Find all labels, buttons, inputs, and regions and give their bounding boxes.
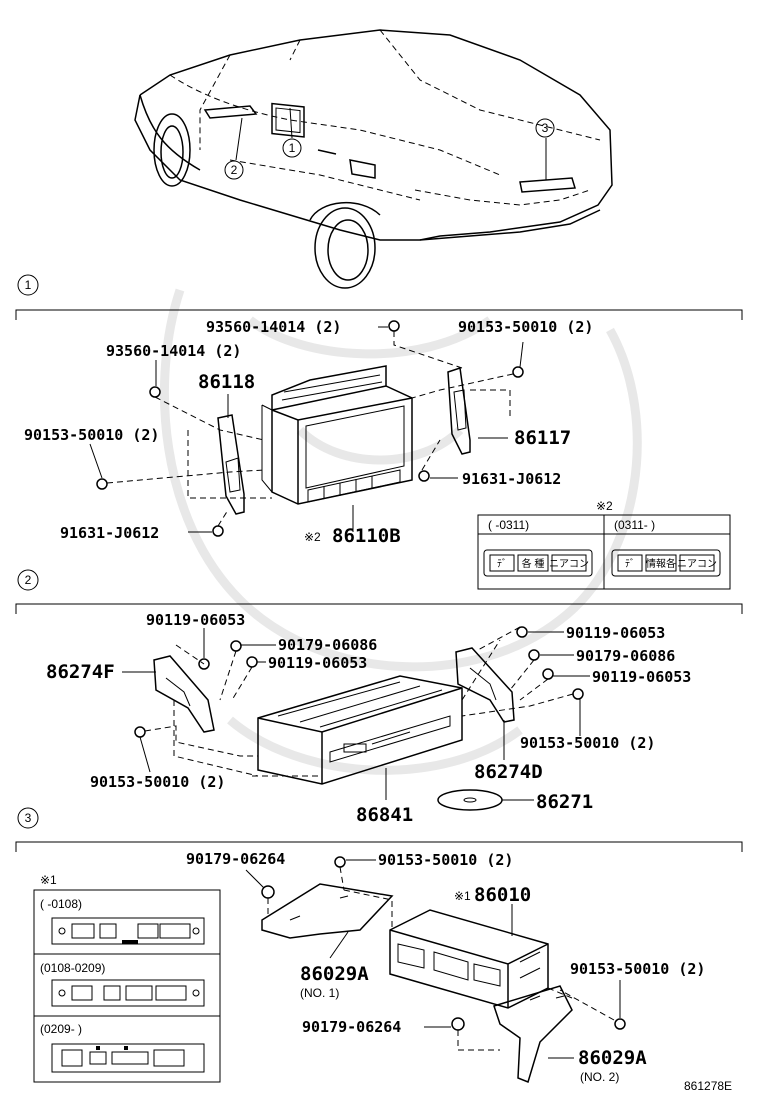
bracket-86274F-shape (153, 655, 215, 733)
label-90119-06053-c: 90119-06053 (566, 624, 665, 642)
callout-1-circle (282, 138, 302, 158)
display-unit (261, 365, 413, 505)
callout-2: 2 (231, 163, 238, 177)
watermark (159, 288, 642, 775)
note-table-2-col2-header: (0311- ) (614, 518, 655, 532)
label-90153-50010-left-2: 90153-50010 (2) (90, 773, 225, 791)
label-93560-14014-top: 93560-14014 (2) (206, 318, 341, 336)
label-86029A-no2-sub: (NO. 2) (580, 1070, 619, 1084)
label-ecu-note: ※1 (454, 889, 471, 903)
note-table-2-col2-btn1: ﾃﾞ (625, 558, 635, 570)
note-table-2-col1-btn1: ﾃﾞ (497, 558, 507, 570)
label-90119-06053-b: 90119-06053 (268, 654, 367, 672)
note-table-2-mark: ※2 (596, 499, 613, 513)
section-1: 1 (15, 274, 743, 590)
section-3: 3 90179-06264 90153-5001 (15, 807, 743, 1084)
fasteners-3 (261, 856, 626, 1031)
note-table-1: ※1 ( -0108) (0108-0209) (0209- ) (33, 873, 221, 1083)
changer-unit (257, 675, 463, 785)
note-table-2-col1-header: ( -0311) (488, 518, 529, 532)
note-table-2-col2-btn2: 情報各 (646, 557, 676, 570)
note-table-2: ※2 ( -0311) (0311- ) ﾃﾞ 各 種 ニアコン ﾃﾞ 情報各 … (477, 499, 731, 590)
callout-3-circle (535, 118, 555, 138)
label-86841: 86841 (356, 804, 413, 826)
overview-callouts: 1 2 3 (224, 118, 555, 180)
car-illustration (134, 29, 613, 289)
label-90119-06053-a: 90119-06053 (146, 611, 245, 629)
label-91631-J0612-bottom: 91631-J0612 (60, 524, 159, 542)
label-86118: 86118 (198, 371, 255, 393)
note-table-1-row3-label: (0209- ) (40, 1022, 82, 1036)
label-86271: 86271 (536, 791, 593, 813)
bracket-86029A-no2-shape (493, 985, 573, 1084)
label-90153-50010-right-2: 90153-50010 (2) (520, 734, 655, 752)
section-1-number: 1 (25, 278, 32, 292)
label-90179-06086-b: 90179-06086 (576, 647, 675, 665)
label-90179-06264-top: 90179-06264 (186, 850, 285, 868)
disc-shape (437, 789, 503, 811)
section-2: 2 (15, 569, 743, 826)
label-86117: 86117 (514, 427, 571, 449)
note-table-1-row2-label: (0108-0209) (40, 961, 105, 975)
label-93560-14014-left: 93560-14014 (2) (106, 342, 241, 360)
label-86010: 86010 (474, 884, 531, 906)
ecu-unit (389, 909, 549, 1009)
label-86274D: 86274D (474, 761, 543, 783)
label-90153-50010-top-3: 90153-50010 (2) (378, 851, 513, 869)
label-90119-06053-d: 90119-06053 (592, 668, 691, 686)
label-90179-06264-bottom: 90179-06264 (302, 1018, 401, 1036)
label-90153-50010-left: 90153-50010 (2) (24, 426, 159, 444)
bracket-86029A-no1-shape (261, 883, 394, 939)
note-table-2-col1-btn3: ニアコン (549, 559, 589, 570)
bracket-86117-shape (447, 367, 471, 455)
callout-3: 3 (542, 121, 549, 135)
diagram-id: 861278E (684, 1079, 732, 1093)
callout-2-circle (224, 160, 244, 180)
label-86274F: 86274F (46, 661, 115, 683)
section-2-number: 2 (25, 573, 32, 587)
label-91631-J0612-right: 91631-J0612 (462, 470, 561, 488)
label-90153-50010-right-3: 90153-50010 (2) (570, 960, 705, 978)
label-86029A-no2: 86029A (578, 1047, 647, 1069)
label-display-note: ※2 (304, 530, 321, 544)
section-3-number: 3 (25, 811, 32, 825)
note-table-1-mark: ※1 (40, 873, 57, 887)
label-90179-06086-a: 90179-06086 (278, 636, 377, 654)
callout-1: 1 (289, 141, 296, 155)
label-86029A-no1: 86029A (300, 963, 369, 985)
label-86110B: 86110B (332, 525, 401, 547)
bracket-86118-shape (217, 414, 245, 515)
note-table-2-col1-btn2: 各 種 (522, 557, 545, 570)
note-table-2-col2-btn3: ニアコン (677, 559, 717, 570)
bracket-86274D-shape (455, 647, 515, 723)
note-table-1-row1-label: ( -0108) (40, 897, 82, 911)
label-90153-50010-top-right: 90153-50010 (2) (458, 318, 593, 336)
label-86029A-no1-sub: (NO. 1) (300, 986, 339, 1000)
